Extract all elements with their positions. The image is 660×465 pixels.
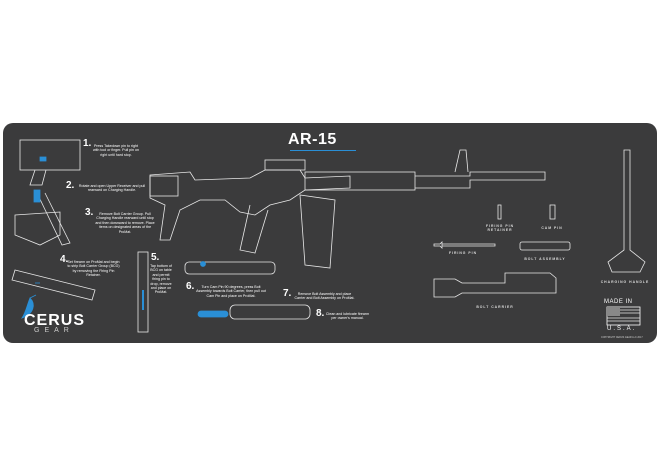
firing-pin-drawing [433,241,496,249]
brand-logo-subtext: GEAR [34,327,74,334]
step-2-text: Rotate and open Upper Receiver and pull … [78,184,146,193]
lower-receiver-drawing [19,139,81,186]
page-title: AR-15 [288,131,337,148]
made-in-label: MADE IN [604,299,633,305]
label-bolt-assembly: BOLT ASSEMBLY [524,257,566,261]
bcg-drawing-step6 [197,304,311,320]
step-6-text: Turn Cam Pin 90 degrees, press Bolt Asse… [196,285,266,298]
step-2-number: 2. [66,180,75,191]
bcg-drawing-step4 [11,269,96,301]
bolt-carrier-drawing [433,272,557,298]
step-8-text: Clean and lubricate firearm per owner's … [325,312,370,321]
cam-pin-drawing [549,204,556,220]
step-1-text: Press Takedown pin to right with tool or… [93,144,139,157]
bolt-assembly-drawing [519,241,571,251]
charging-handle-drawing [607,149,646,273]
rifle-drawing [149,149,546,269]
step-3-text: Remove Bolt Carrier Group. Pull Charging… [95,212,155,234]
label-bolt-carrier: BOLT CARRIER [476,305,514,309]
step-7-text: Remove Bolt Assembly and place Carrier a… [294,292,355,301]
step-5-text: Tap bottom of BCG on table and permit fi… [150,264,172,295]
label-firing-pin-retainer: FIRING PIN RETAINER [485,224,515,232]
step-8-number: 8. [316,308,325,319]
step-1-number: 1. [83,138,92,149]
cleaning-mat [3,123,657,343]
copyright-text: COPYRIGHT CERUS GEAR LLC 2017 [601,336,643,339]
step-5-number: 5. [151,252,160,263]
label-charging-handle: CHARGING HANDLE [600,280,650,284]
bcg-drawing-step5 [184,261,276,275]
step-4-text: Set firearm on ProMat and begin to strip… [67,260,120,278]
label-firing-pin: FIRING PIN [448,251,478,255]
us-flag [606,306,641,326]
brand-logo-text: CERUS [24,312,86,329]
step-4-number: 4. [60,254,69,265]
title-underline [290,150,356,151]
step-3-number: 3. [85,207,94,218]
bcg-vertical-drawing [137,251,149,333]
brand-logo-mark [21,294,37,319]
open-receiver-drawing [14,189,71,246]
usa-label: U.S.A. [607,326,637,332]
step-7-number: 7. [283,288,292,299]
firing-pin-retainer-drawing [497,204,502,220]
step-6-number: 6. [186,281,195,292]
label-cam-pin: CAM PIN [541,226,563,230]
